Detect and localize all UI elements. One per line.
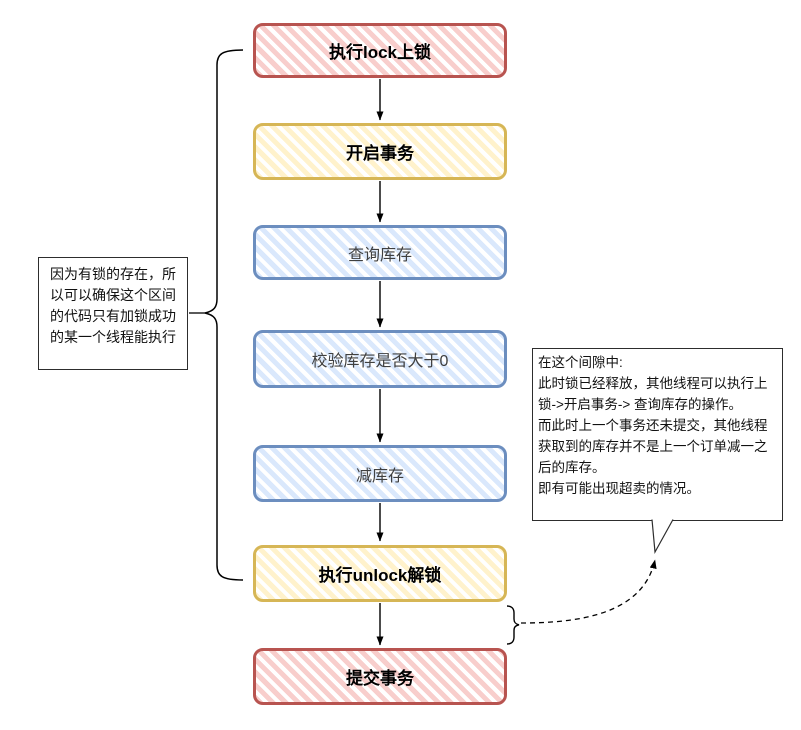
gap-bracket	[506, 605, 520, 645]
flow-node-unlock: 执行unlock解锁	[253, 545, 507, 602]
flow-node-begin-transaction: 开启事务	[253, 123, 507, 180]
gap-note-line: 即有可能出现超卖的情况。	[538, 481, 700, 496]
flow-node-label: 减库存	[355, 467, 404, 485]
flow-node-label: 提交事务	[346, 669, 414, 688]
flow-node-label: 查询库存	[347, 246, 412, 264]
flow-node-lock: 执行lock上锁	[253, 23, 507, 78]
flow-node-label: 开启事务	[346, 144, 414, 163]
scope-brace	[204, 49, 244, 581]
flow-node-commit-transaction: 提交事务	[253, 648, 507, 705]
left-note: 因为有锁的存在，所以可以确保这个区间的代码只有加锁成功的某一个线程能执行	[38, 257, 188, 370]
flow-node-query-stock: 查询库存	[253, 225, 507, 280]
flow-node-check-stock: 校验库存是否大于0	[253, 330, 507, 388]
gap-note-line: 此时锁已经释放，其他线程可以执行上锁->开启事务-> 查询库存的操作。	[538, 376, 768, 412]
flow-node-label: 校验库存是否大于0	[311, 353, 449, 370]
gap-note-line: 而此时上一个事务还未提交，其他线程获取到的库存并不是上一个订单减一之后的库存。	[538, 418, 768, 475]
flow-node-label: 执行lock上锁	[328, 43, 432, 62]
gap-note-bubble: 在这个间隙中: 此时锁已经释放，其他线程可以执行上锁->开启事务-> 查询库存的…	[532, 348, 783, 521]
flow-node-label: 执行unlock解锁	[318, 566, 442, 585]
gap-note-tail	[651, 519, 674, 554]
gap-note-line: 在这个间隙中:	[538, 355, 623, 370]
gap-dashed-arrow	[520, 559, 657, 624]
left-note-text: 因为有锁的存在，所以可以确保这个区间的代码只有加锁成功的某一个线程能执行	[50, 266, 176, 345]
flow-node-decrease-stock: 减库存	[253, 445, 507, 502]
